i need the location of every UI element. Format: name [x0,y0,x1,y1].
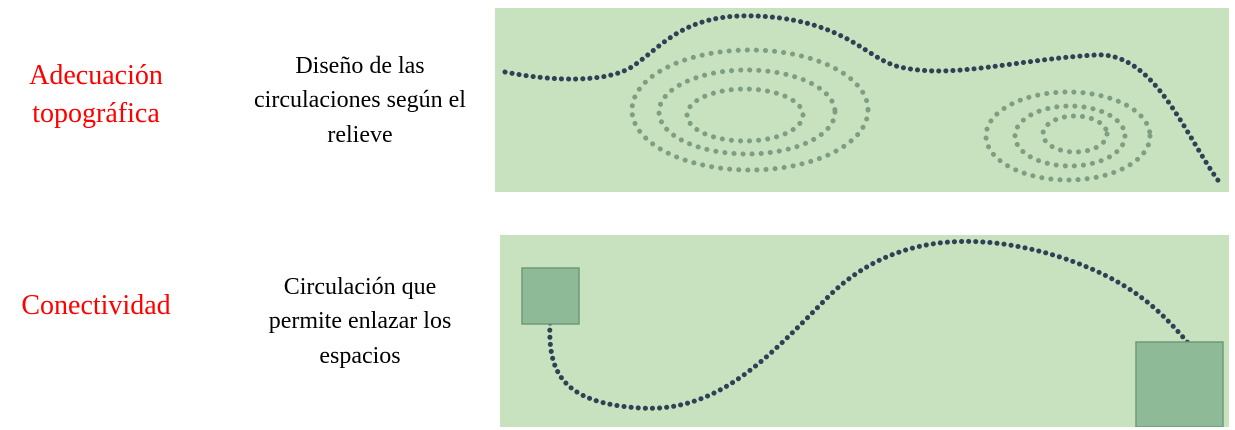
terrain-background [495,8,1229,192]
space-square-small [521,267,580,325]
contour-line [1040,113,1110,155]
connecting-path [547,238,1191,411]
connectivity-illustration [500,235,1229,427]
circulation-path [502,13,1223,186]
connectivity-panel [500,235,1229,427]
contour-line [684,86,806,144]
contour-line [983,89,1153,183]
term-topographic-adaptation: Adecuación topográfica [29,60,163,129]
contour-line [629,47,871,173]
terrain-background [500,235,1229,427]
topographic-panel [495,8,1229,192]
contour-line [1012,103,1128,169]
contour-line [656,67,838,157]
space-square-large [1135,341,1224,427]
contour-lines [629,47,1153,183]
term-connectivity: Conectividad [21,290,171,321]
description-topographic-adaptation: Diseño de las circulaciones según el rel… [254,53,466,148]
description-connectivity: Circulación que permite enlazar los espa… [268,274,452,369]
topographic-illustration [495,8,1229,192]
